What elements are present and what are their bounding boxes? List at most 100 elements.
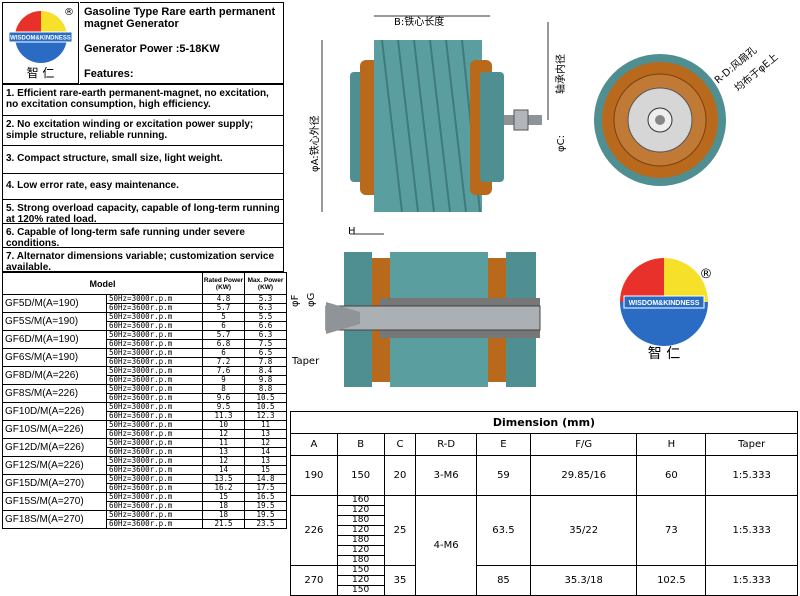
feature-item: 4. Low error rate, easy maintenance.	[2, 174, 284, 200]
brand-name-text: WISDOM&KINDNESS	[10, 36, 71, 42]
dim-cell: 35/22	[529, 495, 638, 566]
dim-h-label: H	[348, 226, 356, 237]
model-name: GF18S/M(A=270)	[2, 510, 107, 529]
max-power-header: Max. Power (KW)	[244, 272, 287, 295]
brand-logo-box: WISDOM&KINDNESS ® 智 仁	[2, 2, 79, 84]
model-table: Model Rated Power (KW) Max. Power (KW) G…	[2, 272, 287, 529]
model-header: Model	[2, 272, 203, 295]
registered-mark-large: ®	[700, 267, 713, 282]
max-power-cell: 23.5	[244, 519, 287, 529]
feature-item: 7. Alternator dimensions variable; custo…	[2, 248, 284, 273]
dim-cell: 85	[475, 565, 532, 596]
model-name: GF15S/M(A=270)	[2, 492, 107, 511]
dim-cell: 120	[336, 505, 385, 516]
dim-cell: 29.85/16	[529, 455, 638, 496]
dim-b-label: B:铁心长度	[394, 15, 444, 28]
dim-cell: 120	[336, 525, 385, 536]
dim-header: B	[336, 433, 385, 456]
rated-power-cell: 21.5	[202, 519, 245, 529]
brand-logo: WISDOM&KINDNESS ® 智 仁	[8, 7, 74, 80]
brand-name-text-large: WISDOM&KINDNESS	[629, 300, 700, 307]
model-name: GF5S/M(A=190)	[2, 312, 107, 331]
page-title: Gasoline Type Rare earth permanent magne…	[84, 6, 276, 30]
bearing-bore-label: 轴承内径	[554, 54, 567, 94]
feature-item: 1. Efficient rare-earth permanent-magnet…	[2, 84, 284, 116]
model-name: GF6S/M(A=190)	[2, 348, 107, 367]
dim-cell: 120	[336, 545, 385, 556]
dim-cell: 180	[336, 535, 385, 546]
dim-cell: 160	[336, 495, 385, 506]
dim-cell: 73	[636, 495, 707, 566]
model-name: GF10S/M(A=226)	[2, 420, 107, 439]
speed-cell: 60Hz=3600r.p.m	[106, 519, 203, 529]
taper-label: Taper	[291, 356, 320, 367]
dimension-table: Dimension (mm) A B C R-D E F/G H Taper 1…	[290, 411, 798, 596]
dim-cell: 3-M6	[415, 455, 477, 496]
dim-cell: 1:5.333	[705, 495, 798, 566]
dim-cell: 226	[290, 495, 338, 566]
dimension-title: Dimension (mm)	[290, 411, 798, 434]
feature-item: 6. Capable of long-term safe running und…	[2, 224, 284, 249]
rotor-cross-section	[325, 233, 541, 387]
dim-header: C	[383, 433, 417, 456]
brand-logo-large: WISDOM&KINDNESS ® 智 仁	[620, 258, 713, 362]
brand-chinese-large: 智 仁	[648, 346, 680, 362]
model-name: GF10D/M(A=226)	[2, 402, 107, 421]
feature-item: 5. Strong overload capacity, capable of …	[2, 200, 284, 225]
dim-cell: 180	[336, 515, 385, 526]
dim-header: A	[290, 433, 338, 456]
dim-cell: 20	[383, 455, 417, 496]
dim-header: E	[475, 433, 532, 456]
dim-header: H	[636, 433, 707, 456]
dim-cell: 102.5	[636, 565, 707, 596]
dim-cell: 270	[290, 565, 338, 596]
dim-cell: 4-M6	[415, 495, 477, 596]
dim-cell: 25	[383, 495, 417, 566]
generator-power: Generator Power :5-18KW	[84, 43, 220, 55]
brand-chinese: 智 仁	[27, 65, 55, 80]
header-box: Gasoline Type Rare earth permanent magne…	[80, 2, 284, 84]
model-name: GF15D/M(A=270)	[2, 474, 107, 493]
dim-cell: 1:5.333	[705, 565, 798, 596]
rotor-side-view	[321, 15, 549, 213]
dim-cell: 63.5	[475, 495, 532, 566]
dim-c-label: φC:	[556, 135, 567, 152]
dim-cell: 35.3/18	[529, 565, 638, 596]
model-name: GF12S/M(A=226)	[2, 456, 107, 475]
dim-cell: 120	[336, 575, 385, 586]
dim-cell: 180	[336, 555, 385, 566]
dim-g-label: φG	[306, 293, 317, 307]
model-name: GF8S/M(A=226)	[2, 384, 107, 403]
dim-cell: 150	[336, 455, 385, 496]
dim-header: R-D	[415, 433, 477, 456]
feature-item: 2. No excitation winding or excitation p…	[2, 116, 284, 146]
dim-cell: 59	[475, 455, 532, 496]
model-name: GF6D/M(A=190)	[2, 330, 107, 349]
model-name: GF12D/M(A=226)	[2, 438, 107, 457]
rated-power-header: Rated Power (KW)	[202, 272, 245, 295]
dim-header: F/G	[529, 433, 638, 456]
feature-item: 3. Compact structure, small size, light …	[2, 146, 284, 174]
dim-f-label: φF	[290, 294, 301, 307]
dim-cell: 35	[383, 565, 417, 596]
model-name: GF8D/M(A=226)	[2, 366, 107, 385]
registered-mark: ®	[64, 7, 74, 18]
model-name: GF5D/M(A=190)	[2, 294, 107, 313]
features-label: Features:	[84, 68, 134, 80]
dim-cell: 150	[336, 585, 385, 596]
dim-cell: 1:5.333	[705, 455, 798, 496]
dim-a-label: φA:铁心外径	[308, 115, 321, 172]
rotor-end-view	[594, 54, 726, 186]
dim-cell: 190	[290, 455, 338, 496]
generator-drawing: B:铁心长度 φA:铁心外径 轴承内径 φC: R-D:风扇孔 均布于φE上 H…	[290, 15, 780, 387]
dim-header: Taper	[705, 433, 798, 456]
dim-cell: 60	[636, 455, 707, 496]
